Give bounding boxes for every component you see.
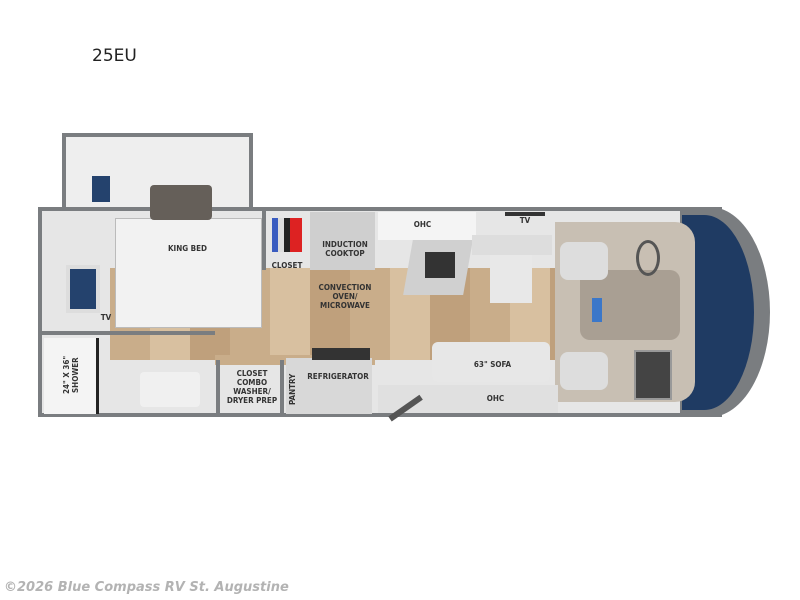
- label-king-bed: KING BED: [167, 244, 208, 253]
- window-icon: [92, 176, 110, 202]
- king-bed: [115, 218, 262, 328]
- label-induction-cooktop: INDUCTION COOKTOP: [322, 240, 368, 258]
- label-bedroom-tv: TV: [100, 313, 112, 322]
- pillows: [150, 185, 212, 220]
- refrigerator-top: [312, 348, 370, 360]
- bath-wall: [216, 360, 220, 416]
- closet-wall: [262, 210, 266, 270]
- label-ohc-top: OHC: [413, 220, 432, 229]
- dinette-seat: [472, 235, 552, 255]
- label-refrigerator: REFRIGERATOR: [307, 372, 369, 381]
- watermark: ©2026 Blue Compass RV St. Augustine: [4, 580, 289, 595]
- pantry-fridge-block: [286, 358, 372, 414]
- label-sofa: 63" SOFA: [473, 360, 512, 369]
- living-tv-icon: [505, 212, 545, 216]
- cab-seat: [560, 242, 608, 280]
- dinette-table: [490, 255, 532, 303]
- cab-storage: [634, 350, 672, 400]
- label-pantry: PANTRY: [288, 373, 297, 405]
- cab-seat: [560, 352, 608, 390]
- washer-wall: [280, 360, 284, 416]
- shower: [44, 338, 99, 414]
- label-ohc-bottom: OHC: [486, 394, 505, 403]
- dash-screen-icon: [592, 298, 602, 322]
- sofa: [432, 342, 550, 382]
- bedroom-partition: [40, 331, 215, 335]
- label-convection-oven: CONVECTION OVEN/ MICROWAVE: [318, 283, 372, 310]
- cooktop-counter: [310, 212, 375, 270]
- label-shower: 24" X 36" SHOWER: [62, 355, 80, 395]
- label-closet: CLOSET: [271, 261, 303, 270]
- bedroom-tv-icon: [66, 265, 100, 313]
- model-title: 25EU: [92, 46, 137, 66]
- closet-hanging: [272, 218, 302, 252]
- label-living-tv: TV: [519, 216, 531, 225]
- ohc-cabinet: [378, 212, 476, 240]
- vanity-sink: [140, 372, 200, 407]
- steering-wheel-icon: [636, 240, 660, 276]
- label-closet-washer: CLOSET COMBO WASHER/ DRYER PREP: [226, 369, 278, 405]
- kitchen-sink: [425, 252, 455, 278]
